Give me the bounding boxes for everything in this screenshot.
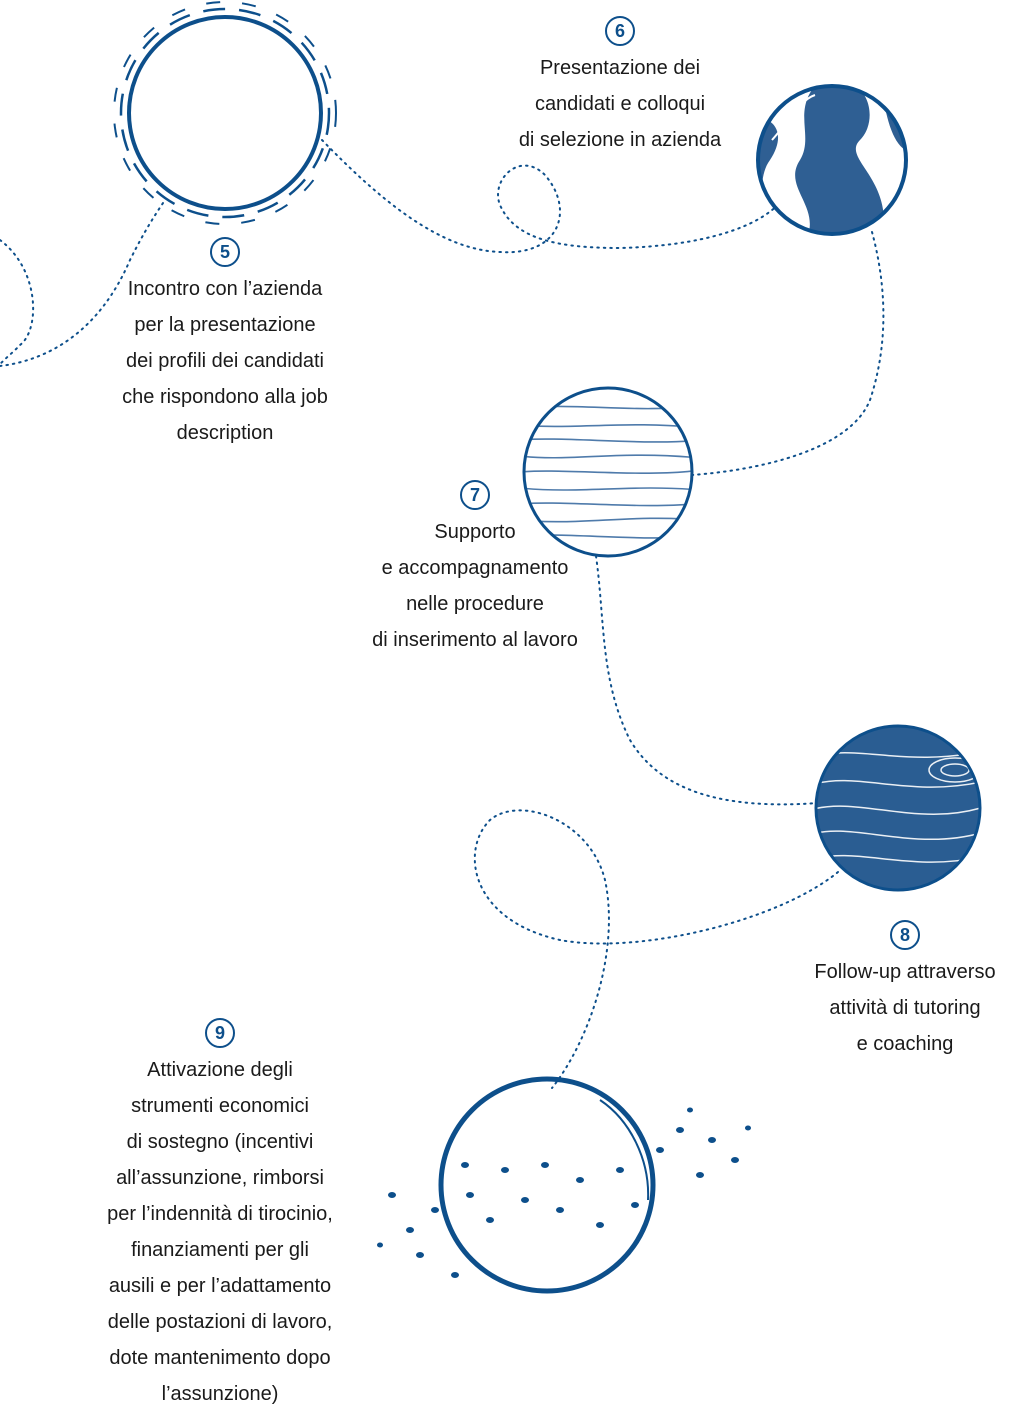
step-description: Presentazione dei candidati e colloqui d…	[518, 57, 722, 151]
step-6: 6 Presentazione dei candidati e colloqui…	[485, 16, 755, 158]
step-description: Follow-up attraverso attività di tutorin…	[814, 961, 996, 1055]
step-8: 8 Follow-up attraverso attività di tutor…	[785, 920, 1025, 1062]
step-7: 7 Supporto e accompagnamento nelle proce…	[335, 480, 615, 658]
step-number-badge: 6	[605, 16, 635, 46]
planet-9-dotted-ring-sphere	[377, 1076, 751, 1294]
step-5: 5 Incontro con l’azienda per la presenta…	[95, 237, 355, 451]
step-description: Supporto e accompagnamento nelle procedu…	[372, 521, 578, 651]
step-number-badge: 5	[210, 237, 240, 267]
dotted-path	[0, 139, 885, 1089]
step-description: Attivazione degli strumenti economici di…	[107, 1059, 333, 1405]
step-9: 9 Attivazione degli strumenti economici …	[70, 1018, 370, 1412]
step-number-badge: 7	[460, 480, 490, 510]
planet-8-swirled-sphere	[814, 724, 982, 892]
step-description: Incontro con l’azienda per la presentazi…	[122, 278, 328, 444]
step-number-badge: 9	[205, 1018, 235, 1048]
planet-5-ringed-circle	[113, 1, 337, 225]
step-number-badge: 8	[890, 920, 920, 950]
planet-6-continents-sphere	[756, 84, 908, 236]
